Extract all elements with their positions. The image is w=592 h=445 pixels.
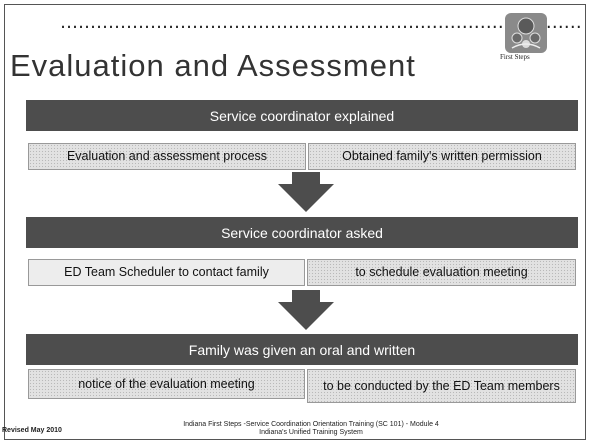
section-3-cell-left: notice of the evaluation meeting — [28, 369, 305, 399]
footer-line-2: Indiana's Unified Training System — [259, 429, 363, 436]
down-arrow-icon — [278, 172, 334, 212]
down-arrow-icon — [278, 290, 334, 330]
page-title: Evaluation and Assessment — [10, 48, 416, 83]
section-1-cell-left: Evaluation and assessment process — [28, 143, 306, 170]
footer-line-1: Indiana First Steps -Service Coordinatio… — [183, 421, 439, 428]
revised-date: Revised May 2010 — [2, 427, 62, 434]
section-3-cell-right: to be conducted by the ED Team members — [307, 369, 576, 403]
slide-frame — [4, 4, 586, 440]
logo-caption: First Steps — [500, 53, 530, 61]
section-heading-2: Service coordinator asked — [26, 217, 578, 248]
section-heading-3: Family was given an oral and written — [26, 334, 578, 365]
section-heading-1: Service coordinator explained — [26, 100, 578, 131]
section-1-cell-right: Obtained family's written permission — [308, 143, 576, 170]
dotted-rule: …………………………………………………….………………………………… — [60, 12, 580, 33]
section-2-cell-right: to schedule evaluation meeting — [307, 259, 576, 286]
footer-text: Indiana First Steps -Service Coordinatio… — [130, 421, 492, 437]
section-2-cell-left: ED Team Scheduler to contact family — [28, 259, 305, 286]
first-steps-logo-icon — [505, 13, 547, 53]
